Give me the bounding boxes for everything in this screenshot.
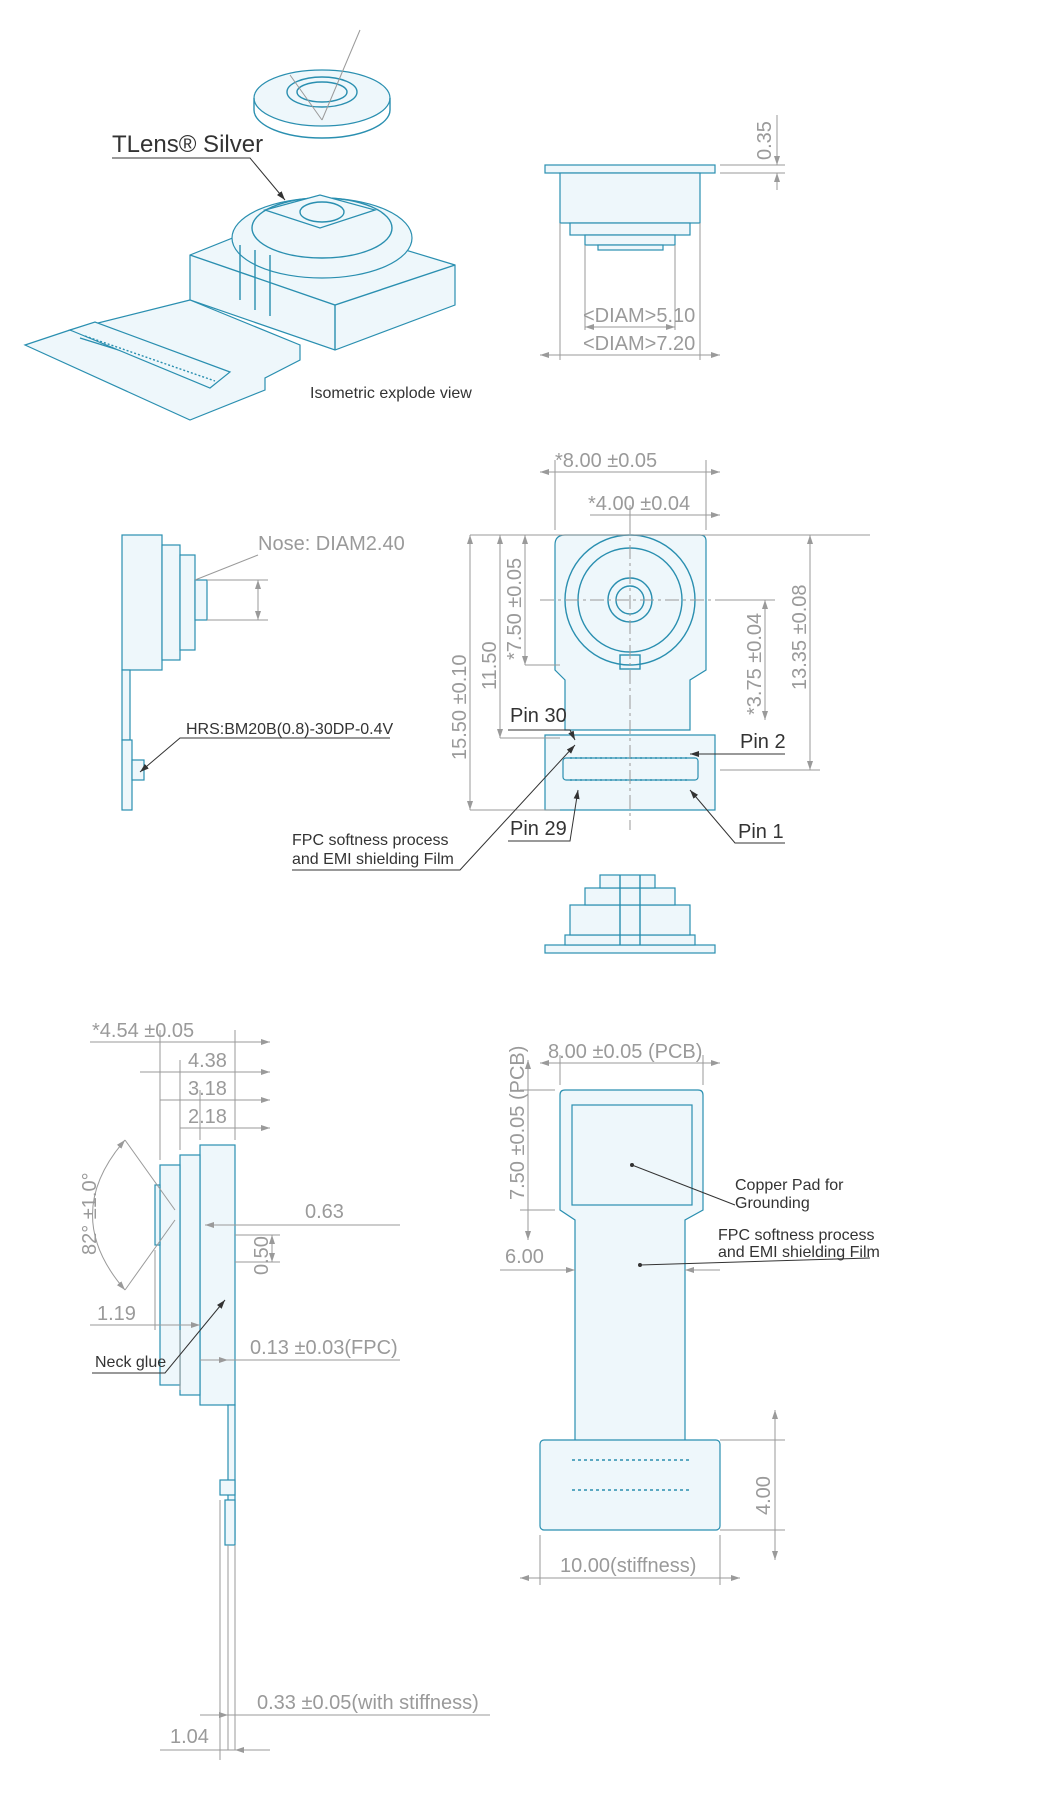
dim-8-00-pcb: 8.00 ±0.05 (PCB) <box>548 1041 702 1063</box>
copper-pad-label-1: Copper Pad for <box>735 1177 844 1194</box>
dim-11-50: 11.50 <box>479 641 501 690</box>
dim-0-33: 0.33 ±0.05(with stiffness) <box>257 1692 479 1714</box>
dim-angle-82: 82° ±1.0° <box>79 1172 101 1255</box>
dim-10-00: 10.00(stiffness) <box>560 1555 696 1577</box>
connector-iso <box>68 321 232 389</box>
dim-0-63: 0.63 <box>305 1201 344 1223</box>
dim-0-13: 0.13 ±0.03(FPC) <box>250 1337 398 1359</box>
dim-4-00: 4.00 <box>753 1476 775 1515</box>
fpc-label-back-2: and EMI shielding Film <box>718 1244 880 1261</box>
side-view-top: 0.35 <DIAM>5.10 <DIAM>7.20 <box>540 115 785 360</box>
dim-8-00: *8.00 ±0.05 <box>555 450 657 472</box>
dim-4-00: *4.00 ±0.04 <box>588 493 690 515</box>
fpc-label-back-1: FPC softness process <box>718 1227 875 1244</box>
isometric-view: TLens® Silver Isometric explode view <box>23 29 472 421</box>
tlens-label: TLens® Silver <box>112 131 263 158</box>
isometric-caption: Isometric explode view <box>310 385 472 402</box>
dim-7-50-pcb: 7.50 ±0.05 (PCB) <box>507 1046 529 1200</box>
back-view: 8.00 ±0.05 (PCB) 7.50 ±0.05 (PCB) Copper… <box>500 1041 880 1585</box>
bottom-side-view <box>544 874 716 954</box>
side-view-left: Nose: DIAM2.40 HRS:BM20B(0.8)-30DP-0.4V <box>121 533 405 811</box>
dim-15-50: 15.50 ±0.10 <box>449 654 471 760</box>
dim-6-00: 6.00 <box>505 1246 544 1268</box>
dim-1-04: 1.04 <box>170 1726 209 1748</box>
dim-2-18: 2.18 <box>188 1106 227 1128</box>
dim-13-35: 13.35 ±0.08 <box>789 584 811 690</box>
front-view: *8.00 ±0.05 *4.00 ±0.04 15.50 ±0.10 11.5… <box>292 450 870 871</box>
copper-pad-label-2: Grounding <box>735 1195 810 1212</box>
fpc-label-front-2: and EMI shielding Film <box>292 851 454 868</box>
camera-module-iso <box>189 194 456 351</box>
dim-3-18: 3.18 <box>188 1078 227 1100</box>
dim-0-35: 0.35 <box>754 121 776 160</box>
pin-2-label: Pin 2 <box>740 731 786 753</box>
dim-diam-5-10: <DIAM>5.10 <box>583 305 695 327</box>
fpc-label-front-1: FPC softness process <box>292 832 449 849</box>
pin-29-label: Pin 29 <box>510 818 567 840</box>
dim-diam-7-20: <DIAM>7.20 <box>583 333 695 355</box>
side-view-bottom: *4.54 ±0.05 4.38 3.18 2.18 82° ±1.0° 0.6… <box>79 1020 490 1760</box>
pin-1-label: Pin 1 <box>738 821 784 843</box>
dim-0-50: 0.50 <box>251 1236 273 1275</box>
connector-label: HRS:BM20B(0.8)-30DP-0.4V <box>186 721 394 738</box>
dim-4-38: 4.38 <box>188 1050 227 1072</box>
pin-30-label: Pin 30 <box>510 705 567 727</box>
dim-7-50: *7.50 ±0.05 <box>504 558 526 660</box>
neck-glue-label: Neck glue <box>95 1354 166 1371</box>
nose-label: Nose: DIAM2.40 <box>258 533 405 555</box>
lens-ring-exploded <box>253 29 391 139</box>
dim-4-54: *4.54 ±0.05 <box>92 1020 194 1042</box>
dim-3-75: *3.75 ±0.04 <box>744 613 766 715</box>
fpc-iso <box>23 299 301 421</box>
dim-1-19: 1.19 <box>97 1303 136 1325</box>
